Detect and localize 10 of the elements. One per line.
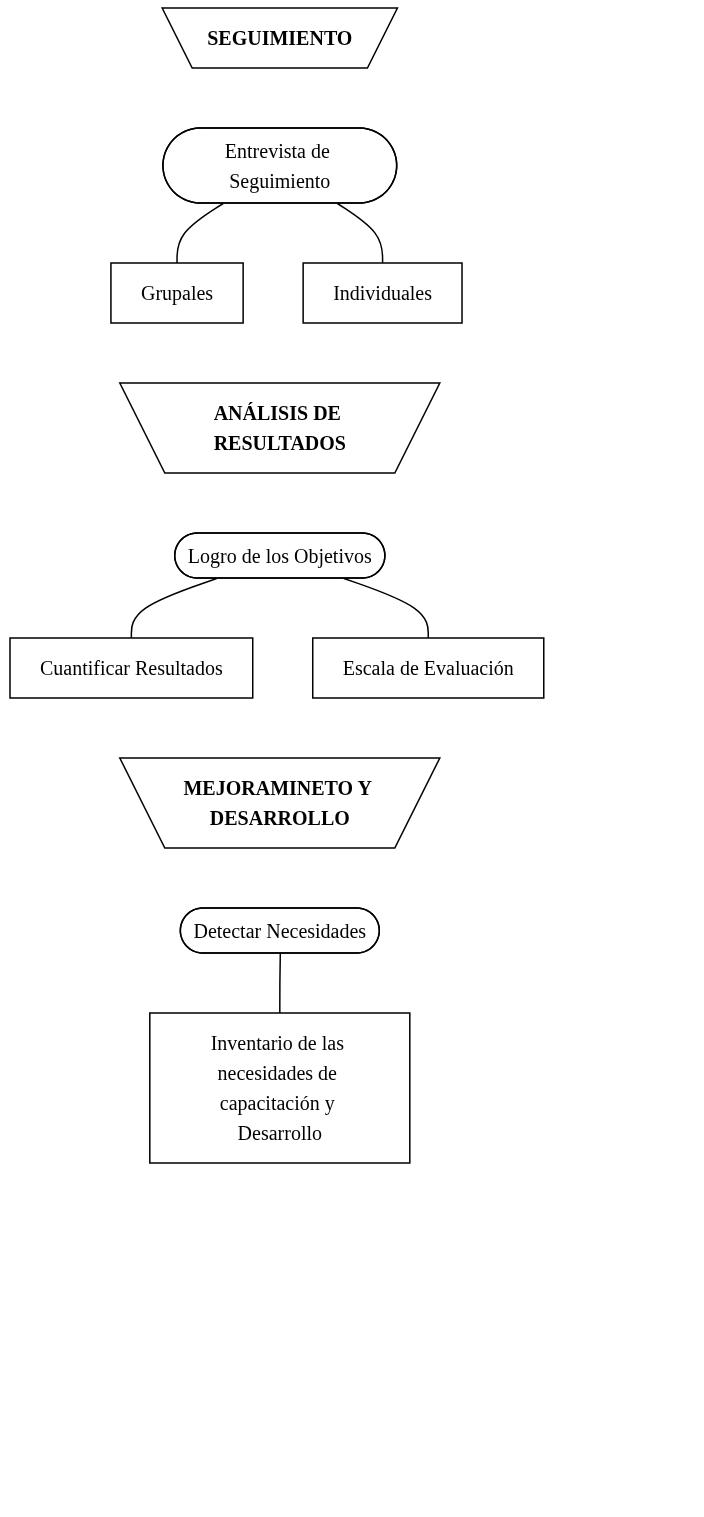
connector [176, 202, 224, 264]
connector [343, 577, 429, 639]
node-box: Cuantificar Resultados [9, 637, 254, 699]
connector [130, 577, 218, 639]
connector [279, 952, 282, 1014]
node-box: Individuales [302, 262, 463, 324]
connector [336, 202, 384, 264]
node-box: Inventario de las necesidades de capacitación y Desarrollo [149, 1012, 411, 1164]
node-box: Escala de Evaluación [312, 637, 545, 699]
node-box: Grupales [110, 262, 244, 324]
